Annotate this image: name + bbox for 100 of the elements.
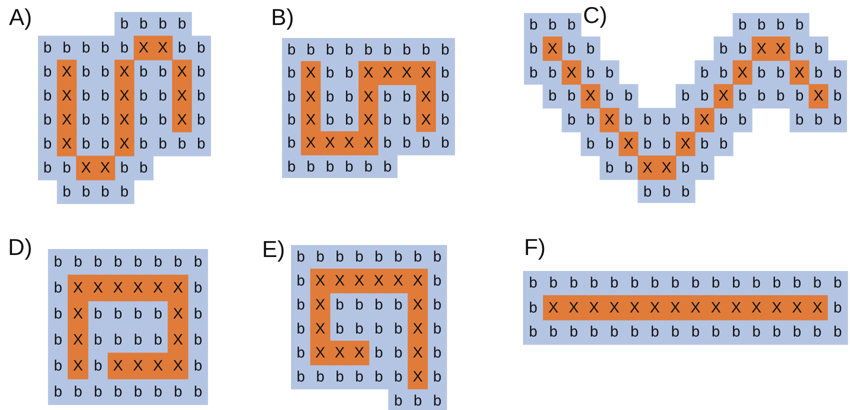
cell-letter: X [158, 40, 168, 56]
cell-letter: b [82, 40, 90, 56]
cell-letter: X [421, 112, 431, 128]
cell-letter: b [549, 276, 558, 291]
cell-letter: X [73, 358, 83, 374]
cell-letter: b [345, 66, 354, 81]
cell-letter: X [718, 88, 728, 104]
cell-letter: X [412, 274, 423, 288]
cell-letter: b [374, 322, 383, 336]
cell-letter: b [433, 298, 442, 312]
panel-label: D) [8, 236, 32, 259]
cell-letter: b [394, 394, 402, 408]
cell-letter: X [738, 65, 748, 80]
cell-letter: b [529, 41, 538, 56]
cell-letter: b [394, 322, 402, 336]
cell-letter: b [776, 65, 785, 80]
cell-letter: X [113, 358, 123, 374]
cell-letter: X [662, 160, 672, 176]
cell-letter: b [383, 89, 392, 104]
cell-letter: b [414, 394, 422, 408]
cell-letter: b [287, 112, 296, 128]
cell-letter: b [296, 274, 305, 288]
cell-letter: X [363, 66, 374, 81]
cell-letter: X [650, 300, 660, 316]
cell-letter: b [605, 136, 614, 152]
cell-letter: X [133, 358, 143, 374]
cell-letter: X [354, 346, 364, 360]
cell-letter: X [354, 274, 364, 288]
cell-letter: X [177, 112, 187, 128]
cell-letter: b [154, 254, 162, 270]
cell-letter: b [813, 276, 822, 291]
cell-letter: b [120, 40, 129, 56]
cell-letter: b [700, 136, 709, 152]
cell-letter: X [138, 40, 149, 56]
cell-letter: b [441, 66, 450, 81]
cell-letter: b [134, 254, 142, 270]
cell-letter: X [710, 300, 721, 316]
cell-letter: b [62, 184, 71, 200]
cell-letter: b [795, 41, 804, 56]
cell-letter: b [833, 88, 842, 104]
cell-letter: b [326, 66, 334, 81]
cell-letter: b [700, 160, 709, 176]
cell-letter: b [197, 112, 206, 128]
cell-letter: b [776, 88, 785, 104]
cell-letter: b [422, 136, 430, 151]
cell-letter: b [630, 324, 639, 340]
cell-letter: b [43, 160, 52, 176]
cell-letter: b [549, 324, 558, 340]
cell-letter: b [719, 65, 728, 80]
cell-letter: b [355, 322, 364, 336]
cell-letter: b [74, 254, 82, 270]
cell-letter: b [757, 65, 766, 80]
cell-letter: X [119, 136, 130, 152]
cell-letter: b [792, 276, 802, 291]
cell-letter: b [194, 358, 202, 374]
cell-letter: b [94, 358, 102, 374]
cell-letter: b [548, 65, 557, 80]
cell-letter: b [605, 160, 614, 176]
cell-letter: b [732, 276, 740, 291]
cell-letter: X [794, 65, 804, 80]
cell-letter: b [94, 306, 102, 322]
cell-letter: b [174, 384, 182, 400]
cell-letter: b [345, 89, 354, 104]
cell-letter: b [114, 384, 122, 400]
cell-letter: b [590, 276, 598, 291]
cell-letter: X [73, 280, 83, 296]
cell-letter: b [441, 112, 450, 128]
cell-letter: b [43, 88, 52, 104]
cell-letter: b [433, 274, 442, 288]
cell-letter: b [528, 276, 538, 291]
cell-letter: b [287, 159, 296, 174]
cell-letter: b [134, 384, 142, 400]
cell-letter: b [178, 40, 186, 56]
cell-letter: b [402, 112, 411, 128]
cell-letter: b [738, 88, 747, 104]
cell-letter: b [364, 42, 373, 58]
cell-letter: b [570, 324, 578, 340]
cell-letter: b [178, 136, 186, 152]
cell-letter: b [772, 324, 781, 340]
cell-letter: X [548, 300, 558, 316]
cell-letter: b [114, 254, 122, 270]
cell-letter: b [139, 64, 148, 80]
cell-letter: X [173, 332, 183, 348]
cell-letter: b [101, 40, 110, 56]
cell-letter: X [173, 280, 183, 296]
cell-letter: b [529, 65, 538, 80]
cell-letter: b [719, 41, 728, 56]
cell-letter: b [82, 112, 90, 128]
cell-letter: b [833, 300, 842, 316]
cell-letter: X [393, 274, 404, 288]
cell-letter: X [690, 300, 701, 316]
cell-letter: b [101, 184, 110, 200]
cell-letter: X [402, 66, 412, 81]
cell-letter: X [119, 88, 130, 104]
cell-letter: b [795, 112, 804, 128]
cell-letter: b [605, 88, 614, 104]
cell-letter: b [62, 160, 71, 176]
cell-letter: X [315, 274, 326, 288]
cell-letter: b [158, 64, 167, 80]
cell-letter: X [566, 65, 576, 80]
